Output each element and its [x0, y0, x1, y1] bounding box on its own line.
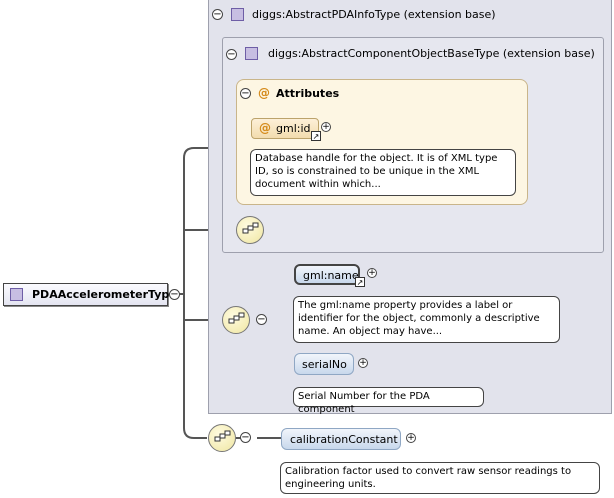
attribute-at-icon: @ — [259, 121, 271, 135]
attribute-gml-id-doc: Database handle for the object. It is of… — [250, 149, 516, 196]
collapse-toggle-sequence[interactable]: − — [240, 432, 251, 443]
type-icon — [245, 47, 258, 60]
collapse-toggle-attributes[interactable]: − — [240, 88, 251, 99]
collapse-toggle-root[interactable]: − — [169, 289, 180, 300]
attribute-at-icon: @ — [258, 86, 270, 100]
extension-base-inner-title: diggs:AbstractComponentObjectBaseType (e… — [268, 47, 595, 60]
sequence-compositor-icon[interactable] — [222, 306, 250, 334]
attribute-gml-id[interactable]: @ gml:id — [251, 118, 319, 139]
sequence-glyph-icon — [242, 222, 259, 234]
element-serialno[interactable]: serialNo — [294, 353, 354, 375]
expand-plus-icon[interactable]: + — [358, 358, 368, 368]
collapse-toggle-sequence[interactable]: − — [256, 314, 267, 325]
element-serialno-doc: Serial Number for the PDA component — [293, 387, 484, 415]
complex-type-icon — [10, 288, 23, 301]
element-gml-name-label: gml:name — [303, 269, 359, 282]
element-calibrationconstant-label: calibrationConstant — [290, 433, 398, 446]
expand-plus-icon[interactable]: + — [321, 122, 331, 132]
element-gml-name-doc: The gml:name property provides a label o… — [293, 296, 560, 343]
type-icon — [231, 8, 244, 21]
element-gml-name[interactable]: gml:name — [294, 264, 360, 285]
expand-plus-icon[interactable]: + — [406, 433, 416, 443]
extension-base-outer-title: diggs:AbstractPDAInfoType (extension bas… — [252, 8, 496, 21]
expand-plus-icon[interactable]: + — [367, 268, 377, 278]
element-calibrationconstant[interactable]: calibrationConstant — [281, 428, 401, 450]
collapse-toggle-inner[interactable]: − — [226, 49, 237, 60]
element-serialno-label: serialNo — [302, 358, 347, 371]
sequence-glyph-icon — [228, 312, 245, 324]
sequence-compositor-icon[interactable] — [208, 424, 236, 452]
element-calibrationconstant-doc: Calibration factor used to convert raw s… — [280, 462, 600, 494]
reference-arrow-icon: ↗ — [311, 131, 321, 141]
sequence-compositor-icon[interactable] — [236, 216, 264, 244]
collapse-toggle-outer[interactable]: − — [212, 9, 223, 20]
root-complex-type[interactable]: PDAAccelerometerType — [3, 283, 177, 306]
sequence-glyph-icon — [214, 430, 231, 442]
root-complex-type-label: PDAAccelerometerType — [32, 288, 177, 301]
attributes-title: Attributes — [276, 87, 340, 100]
attribute-gml-id-label: gml:id — [276, 122, 311, 135]
reference-arrow-icon: ↗ — [355, 277, 365, 287]
